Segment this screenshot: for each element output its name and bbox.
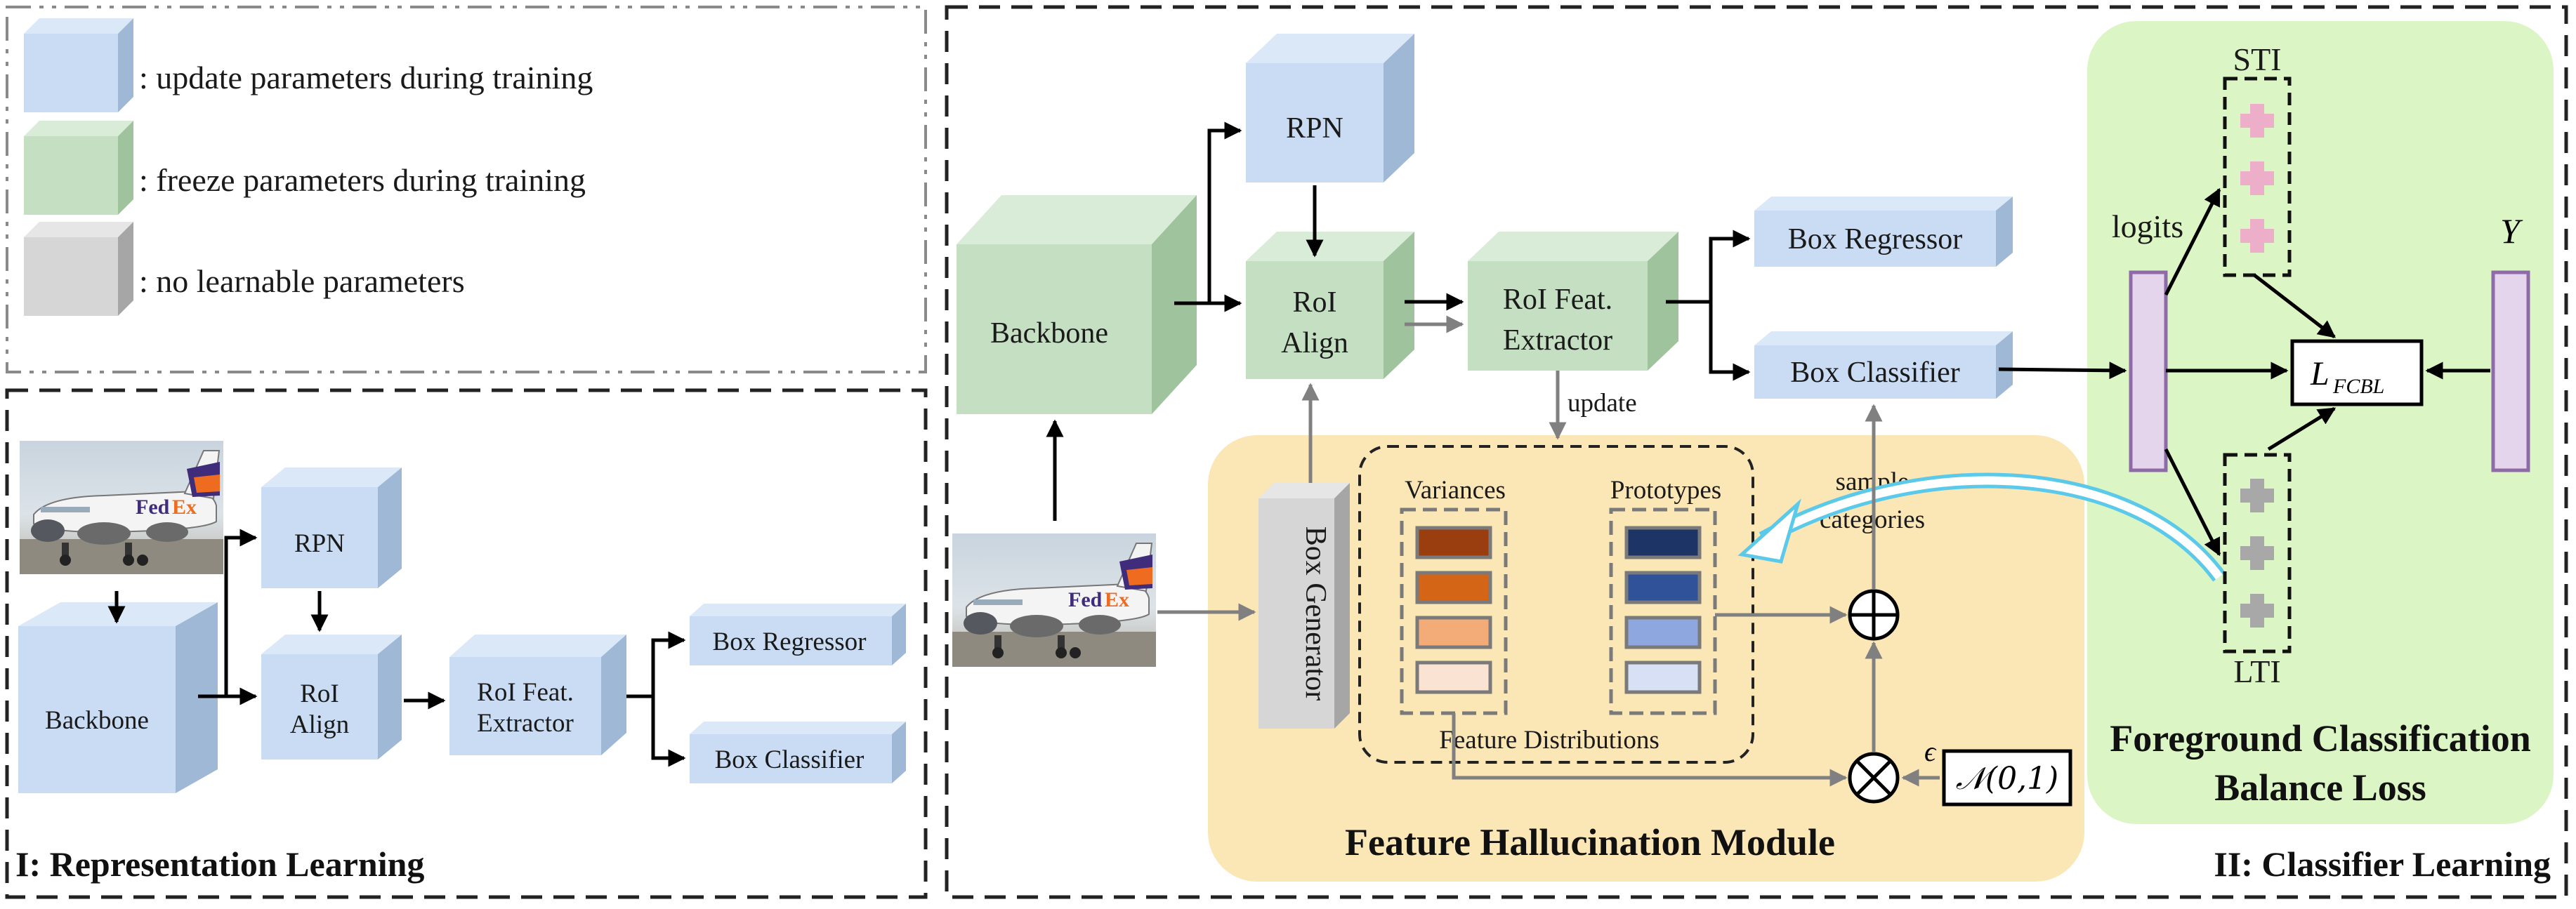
feature-distributions-label: Feature Distributions (1439, 726, 1659, 755)
times-operator (1848, 752, 1900, 804)
fcbl-title-1: Foreground Classification (2110, 717, 2531, 759)
proto-bar-2 (1624, 571, 1702, 604)
rep-backbone: Backbone (18, 602, 218, 793)
var-bar-4 (1415, 661, 1492, 694)
cls-black-arrows (1046, 121, 2490, 557)
cls-box-regressor-label: Box Regressor (1788, 223, 1962, 256)
prototypes-bars (1624, 526, 1702, 694)
cls-title: II: Classifier Learning (2214, 844, 2551, 884)
lti-group (2223, 453, 2292, 653)
plus-operator (1848, 589, 1900, 641)
proto-bar-3 (1624, 616, 1702, 649)
cls-roi-feat-label-2: Extractor (1503, 324, 1612, 357)
classifier-learning-panel: II: Classifier Learning Feature Hallucin… (945, 5, 2568, 899)
cls-gray-arrows (1157, 315, 1940, 787)
rep-box-classifier-label: Box Classifier (715, 745, 865, 774)
rep-roi-align-label-2: Align (290, 710, 349, 739)
cls-rpn: RPN (1246, 34, 1414, 183)
var-bar-1 (1415, 526, 1492, 559)
cls-box-regressor: Box Regressor (1754, 197, 2013, 267)
prototypes-label: Prototypes (1610, 476, 1721, 505)
sample-categories-arrow (1737, 472, 2226, 582)
cls-roi-align: RoI Align (1246, 232, 1414, 379)
variances-bars (1415, 526, 1492, 694)
lti-label: LTI (2233, 653, 2280, 689)
cls-backbone-label: Backbone (990, 317, 1108, 350)
sti-crosses (2240, 104, 2274, 253)
cls-box-generator: Box Generator (1259, 483, 1350, 729)
var-bar-2 (1415, 571, 1492, 604)
y-label: Y (2500, 211, 2523, 251)
rep-roi-feat-label-2: Extractor (477, 709, 574, 738)
sti-group (2223, 77, 2292, 277)
normal-distribution-label: 𝒩(0,1) (1956, 761, 2058, 797)
rep-rpn: RPN (261, 467, 402, 588)
proto-bar-1 (1624, 526, 1702, 559)
rep-box-regressor-label: Box Regressor (713, 628, 867, 656)
cls-box-classifier-label: Box Classifier (1790, 357, 1959, 389)
variances-label: Variances (1405, 476, 1506, 505)
proto-bar-4 (1624, 661, 1702, 694)
legend-cube-freeze (24, 121, 133, 215)
update-label: update (1568, 389, 1637, 418)
rep-title: I: Representation Learning (15, 844, 424, 884)
rep-roi-align-label-1: RoI (300, 679, 339, 708)
rep-backbone-label: Backbone (45, 706, 149, 735)
fcbl-loss-main: L (2310, 355, 2329, 392)
sti-label: STI (2233, 41, 2282, 77)
epsilon-label: ϵ (1924, 736, 1937, 767)
legend-cube-update (24, 18, 133, 112)
cls-roi-feat-label-1: RoI Feat. (1503, 284, 1612, 316)
rep-roi-align: RoI Align (261, 635, 402, 759)
legend-cube-none (24, 222, 133, 316)
lti-crosses (2240, 479, 2274, 628)
cls-rpn-label: RPN (1286, 112, 1343, 145)
fcbl-loss-box (2290, 339, 2424, 406)
cls-roi-feat-extractor: RoI Feat. Extractor (1468, 232, 1678, 371)
representation-learning-panel: I: Representation Learning Backbone RPN … (5, 388, 928, 899)
feature-distributions-box (1358, 445, 1754, 764)
rep-rpn-label: RPN (294, 529, 345, 558)
rep-roi-feat-label-1: RoI Feat. (477, 678, 574, 707)
legend-panel: : update parameters during training : fr… (6, 6, 927, 373)
logits-bar (2129, 270, 2168, 472)
rep-arrows (107, 529, 686, 767)
fhm-title: Feature Hallucination Module (1345, 821, 1835, 863)
cls-roi-align-label-1: RoI (1293, 286, 1337, 319)
rep-box-classifier: Box Classifier (690, 722, 906, 783)
cls-backbone: Backbone (957, 195, 1197, 414)
rep-box-regressor: Box Regressor (690, 604, 906, 665)
cls-airplane-image (952, 533, 1157, 668)
fcbl-title-2: Balance Loss (2214, 767, 2426, 809)
fcbl-loss-sub: FCBL (2332, 375, 2384, 398)
legend-freeze-label: : freeze parameters during training (139, 162, 586, 198)
prototypes-group (1609, 507, 1717, 715)
logits-label: logits (2112, 208, 2183, 244)
var-bar-3 (1415, 616, 1492, 649)
normal-distribution-box (1942, 749, 2072, 807)
rep-airplane-image (19, 440, 224, 575)
cls-box-classifier: Box Classifier (1754, 331, 2013, 399)
legend-update-label: : update parameters during training (139, 60, 593, 95)
cls-roi-align-label-2: Align (1281, 327, 1348, 359)
rep-roi-feat-extractor: RoI Feat. Extractor (449, 635, 626, 755)
cls-box-generator-label: Box Generator (1299, 526, 1332, 701)
y-bar (2491, 270, 2530, 472)
legend-none-label: : no learnable parameters (139, 263, 465, 299)
